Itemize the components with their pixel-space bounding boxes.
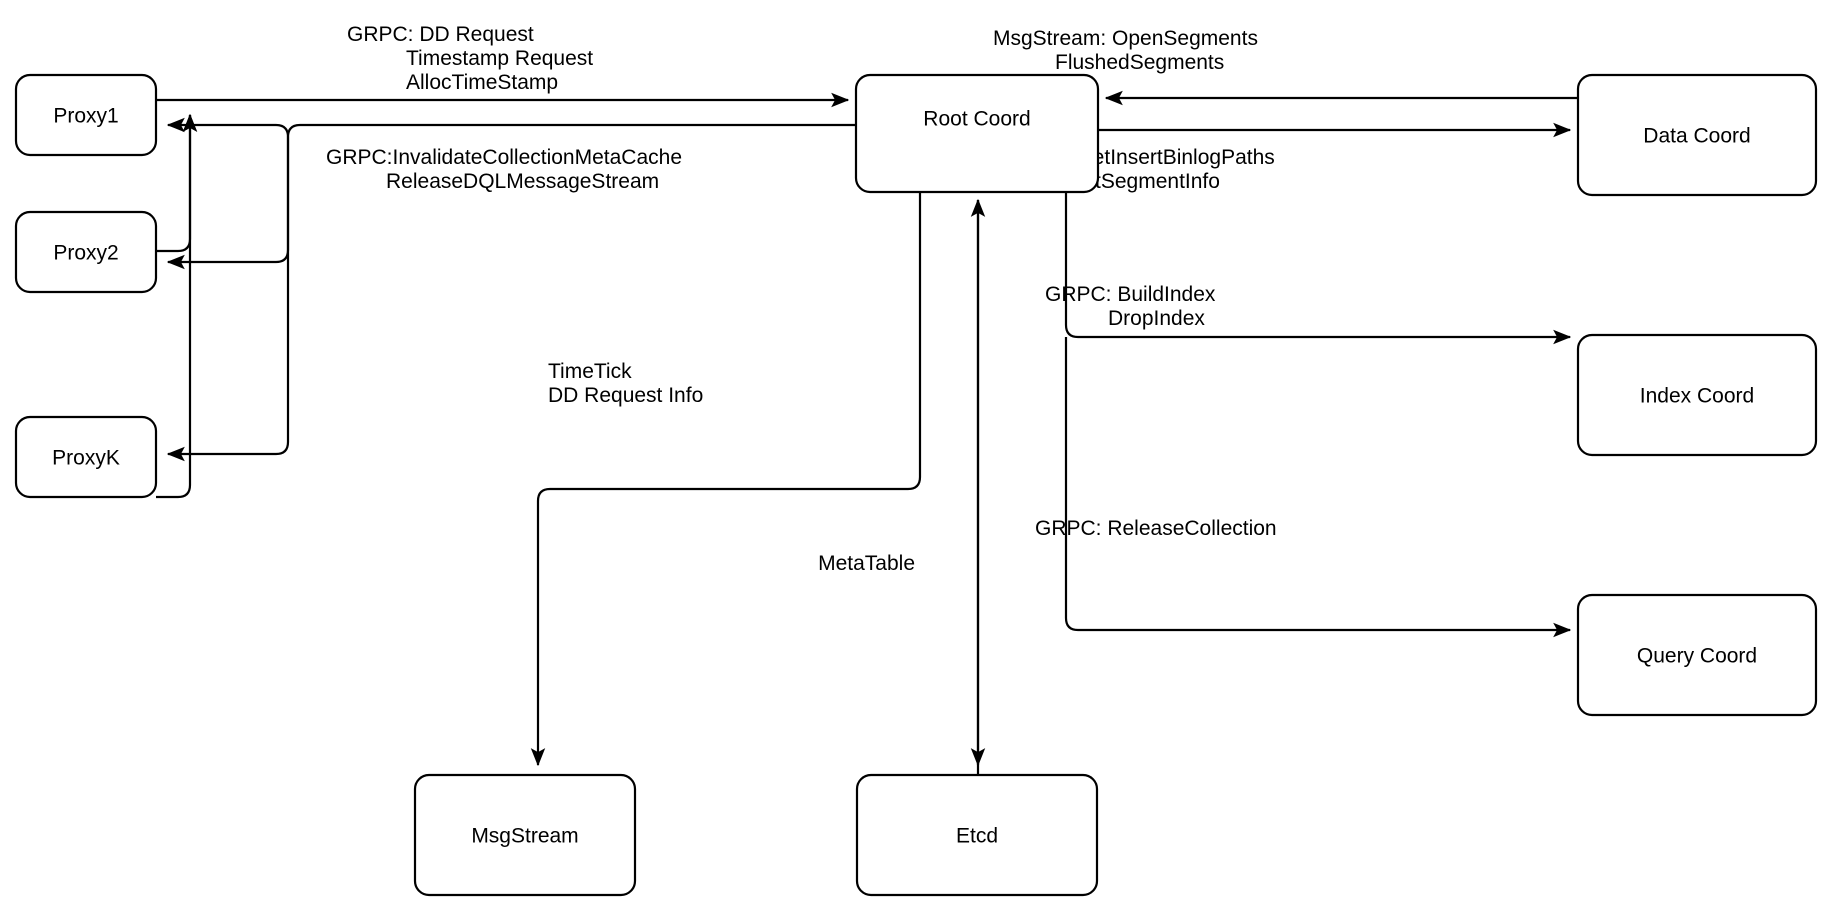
edge-line-proxyk-to-trunk (156, 113, 198, 499)
edge-label-datacoord-to-rootcoord-0: MsgStream: OpenSegments (993, 27, 1258, 50)
edge-label-rootcoord-to-proxies-0: GRPC:InvalidateCollectionMetaCache (326, 146, 682, 169)
edge-label-rootcoord-to-indexcoord-0: GRPC: BuildIndex (1045, 283, 1216, 306)
edge-line-rootcoord-to-proxy1 (166, 117, 290, 138)
edge-proxyk-to-trunk (156, 113, 198, 499)
node-indexcoord-shape[interactable] (1576, 333, 1818, 457)
edge-label-rootcoord-to-msgstream-0: TimeTick (548, 360, 632, 383)
edge-datacoord-to-rootcoord: MsgStream: OpenSegments FlushedSegments (993, 27, 1578, 106)
node-querycoord[interactable]: Query Coord (1576, 593, 1818, 717)
node-proxyk-label: ProxyK (52, 447, 120, 470)
edge-line-rootcoord-to-querycoord (1064, 337, 1572, 638)
edge-line-rootcoord-to-indexcoord (1064, 192, 1572, 345)
node-etcd-label: Etcd (956, 825, 998, 848)
node-indexcoord-label: Index Coord (1640, 385, 1754, 408)
node-querycoord-shape[interactable] (1576, 593, 1818, 717)
node-datacoord-label: Data Coord (1643, 125, 1750, 148)
node-proxy1[interactable]: Proxy1 (14, 73, 158, 157)
node-proxy1-label: Proxy1 (53, 105, 118, 128)
node-proxy1-shape[interactable] (14, 73, 158, 157)
edge-label-proxies-to-rootcoord-1: Timestamp Request (406, 47, 593, 70)
node-querycoord-label: Query Coord (1637, 645, 1757, 668)
node-rootcoord-label: Root Coord (923, 108, 1030, 131)
edge-rootcoord-to-msgstream: TimeTick DD Request Info (530, 192, 922, 767)
edge-proxies-to-rootcoord: GRPC: DD Request Timestamp Request Alloc… (156, 23, 850, 108)
edge-label-rootcoord-to-querycoord-0: GRPC: ReleaseCollection (1035, 517, 1277, 540)
node-proxy2[interactable]: Proxy2 (14, 210, 158, 294)
edge-label-rootcoord-to-msgstream-1: DD Request Info (548, 384, 703, 407)
edge-line-rootcoord-to-msgstream (530, 192, 922, 767)
edge-label-datacoord-to-rootcoord-1: FlushedSegments (1055, 51, 1224, 74)
node-proxyk[interactable]: ProxyK (14, 415, 158, 499)
node-datacoord-shape[interactable] (1576, 73, 1818, 197)
edge-rootcoord-to-etcd: MetaTable (818, 198, 986, 775)
node-proxy2-label: Proxy2 (53, 242, 118, 265)
edge-label-rootcoord-to-etcd-0: MetaTable (818, 552, 915, 575)
edge-rootcoord-to-proxies: GRPC:InvalidateCollectionMetaCache Relea… (166, 117, 856, 462)
edge-label-rootcoord-to-proxies-1: ReleaseDQLMessageStream (386, 170, 659, 193)
node-indexcoord[interactable]: Index Coord (1576, 333, 1818, 457)
edge-label-rootcoord-to-datacoord-1: GetSegmentInfo (1067, 170, 1220, 193)
edge-label-proxies-to-rootcoord-2: AllocTimeStamp (406, 71, 558, 94)
node-proxy2-shape[interactable] (14, 210, 158, 294)
edge-label-rootcoord-to-indexcoord-1: DropIndex (1108, 307, 1205, 330)
edge-proxy2-to-trunk (156, 113, 198, 253)
node-msgstream-shape[interactable] (413, 773, 637, 897)
edge-line-rootcoord-to-proxy2 (166, 137, 290, 270)
node-rootcoord-shape[interactable] (854, 73, 1100, 194)
node-etcd-shape[interactable] (855, 773, 1099, 897)
edge-rootcoord-to-indexcoord: GRPC: BuildIndex DropIndex (1045, 192, 1572, 345)
edge-rootcoord-to-querycoord: GRPC: ReleaseCollection (1035, 337, 1572, 638)
node-proxyk-shape[interactable] (14, 415, 158, 499)
node-datacoord[interactable]: Data Coord (1576, 73, 1818, 197)
edge-label-proxies-to-rootcoord-0: GRPC: DD Request (347, 23, 534, 46)
node-msgstream[interactable]: MsgStream (413, 773, 637, 897)
edge-line-proxy2-to-trunk (156, 113, 198, 253)
node-rootcoord[interactable]: Root Coord (854, 73, 1100, 194)
edge-line-rootcoord-to-proxyk (166, 123, 856, 462)
node-etcd[interactable]: Etcd (855, 773, 1099, 897)
node-msgstream-label: MsgStream (471, 825, 578, 848)
